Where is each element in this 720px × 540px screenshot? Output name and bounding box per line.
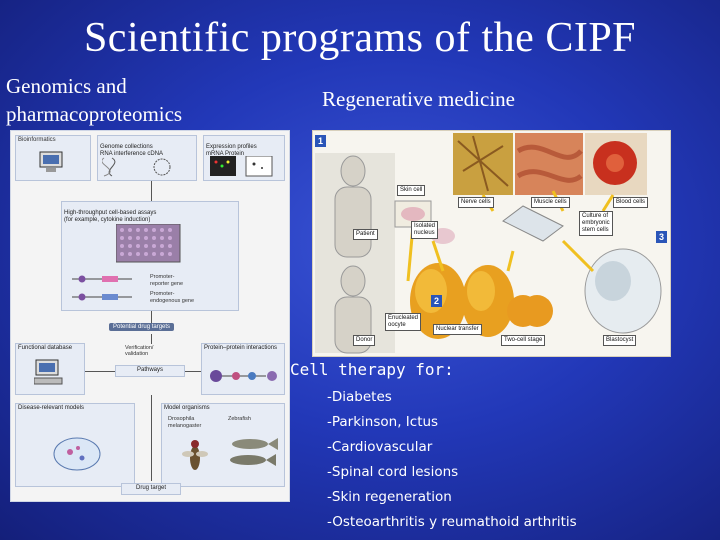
- cell-therapy-heading: Cell therapy for:: [290, 360, 454, 379]
- reporter-gene-icon: [72, 275, 132, 283]
- disease-models-box: Disease-relevant models: [15, 403, 135, 487]
- well-plate-icon: [116, 224, 181, 263]
- connector: [185, 371, 201, 372]
- genome-collections-label: Genome collections RNA interference cDNA: [100, 144, 164, 157]
- blastocyst-label: Blastocyst: [603, 335, 637, 346]
- promoter-endogenous-label: Promoter- endogenous gene: [150, 291, 195, 304]
- pathways-box: Pathways: [115, 365, 185, 377]
- connector: [151, 311, 152, 323]
- nerve-cells-label: Nerve cells: [458, 197, 494, 208]
- computer-icon: [34, 359, 63, 385]
- fly-icon: [182, 440, 208, 470]
- petri-dish-icon: [53, 437, 101, 471]
- step-number-3: 3: [656, 231, 667, 243]
- computer-icon: [39, 151, 63, 172]
- verification-label: Verification/ validation: [125, 345, 154, 357]
- drug-targets-pill: Potential drug targets: [109, 323, 175, 331]
- dna-icon: [102, 157, 171, 177]
- microarray-icon: [210, 156, 273, 177]
- right-heading: Regenerative medicine: [322, 87, 515, 111]
- cloning-illustration: [315, 133, 662, 354]
- model-organisms-box: Model organisms Drosophila melanogaster …: [161, 403, 285, 487]
- skin-cell-label: Skin cell: [397, 185, 426, 196]
- list-item: -Cardiovascular: [327, 439, 433, 455]
- functional-database-label: Functional database: [18, 345, 73, 351]
- slide-title: Scientific programs of the CIPF: [83, 15, 637, 61]
- connector: [85, 371, 115, 372]
- bioinformatics-label: Bioinformatics: [18, 137, 56, 143]
- donor-label: Donor: [353, 335, 376, 346]
- step-number-1: 1: [315, 135, 326, 147]
- genomics-diagram: Bioinformatics Genome collections RNA in…: [10, 130, 290, 502]
- connector: [151, 181, 152, 201]
- protein-interactions-box: Protein–protein interactions: [201, 343, 285, 395]
- patient-label: Patient: [353, 229, 378, 240]
- blood-cells-label: Blood cells: [613, 197, 649, 208]
- expression-profiles-label: Expression profiles mRNA Protein: [206, 144, 257, 157]
- connector: [151, 334, 152, 344]
- assay-box: High-throughput cell-based assays (for e…: [61, 201, 239, 311]
- model-organisms-label: Model organisms: [164, 405, 210, 411]
- protein-icon: [210, 370, 277, 382]
- drug-target-box: Drug target: [121, 483, 181, 495]
- pathways-label: Pathways: [136, 367, 163, 373]
- stem-cell-culture-label: Culture of embryonic stem cells: [579, 211, 613, 236]
- disease-models-label: Disease-relevant models: [18, 405, 85, 411]
- protein-interactions-label: Protein–protein interactions: [204, 345, 278, 351]
- step-number-2: 2: [431, 295, 442, 307]
- bioinformatics-box: Bioinformatics: [15, 135, 91, 181]
- list-item: -Spinal cord lesions: [327, 464, 459, 480]
- assay-label: High-throughput cell-based assays (for e…: [64, 210, 157, 223]
- list-item: -Osteoarthritis y reumathoid arthritis: [327, 514, 577, 530]
- cell-therapy-list: -Diabetes -Parkinson, Ictus -Cardiovascu…: [327, 385, 577, 535]
- list-item: -Parkinson, Ictus: [327, 414, 439, 430]
- zebrafish-label: Zebrafish: [228, 416, 251, 422]
- nuclear-transfer-label: Nuclear transfer: [433, 324, 482, 335]
- list-item: -Skin regeneration: [327, 489, 452, 505]
- muscle-cells-label: Muscle cells: [531, 197, 570, 208]
- isolated-nucleus-label: Isolated nucleus: [411, 221, 439, 239]
- fish-icon: [230, 438, 278, 466]
- drosophila-label: Drosophila melanogaster: [168, 416, 202, 429]
- drug-target-label: Drug target: [135, 485, 166, 491]
- functional-database-box: Functional database: [15, 343, 85, 395]
- connector: [151, 395, 152, 481]
- left-heading: Genomics and pharmacoproteomics: [6, 74, 183, 126]
- list-item: -Diabetes: [327, 389, 392, 405]
- endogenous-gene-icon: [72, 293, 132, 301]
- genome-collections-box: Genome collections RNA interference cDNA: [97, 135, 197, 181]
- expression-profiles-box: Expression profiles mRNA Protein: [203, 135, 285, 181]
- promoter-reporter-label: Promoter- reporter gene: [150, 274, 184, 287]
- enucleated-oocyte-label: Enucleated oocyte: [385, 313, 422, 331]
- regenerative-medicine-image: 1 2 3 Skin cell Patient Isolated nucleus…: [312, 130, 671, 357]
- two-cell-stage-label: Two-cell stage: [501, 335, 546, 346]
